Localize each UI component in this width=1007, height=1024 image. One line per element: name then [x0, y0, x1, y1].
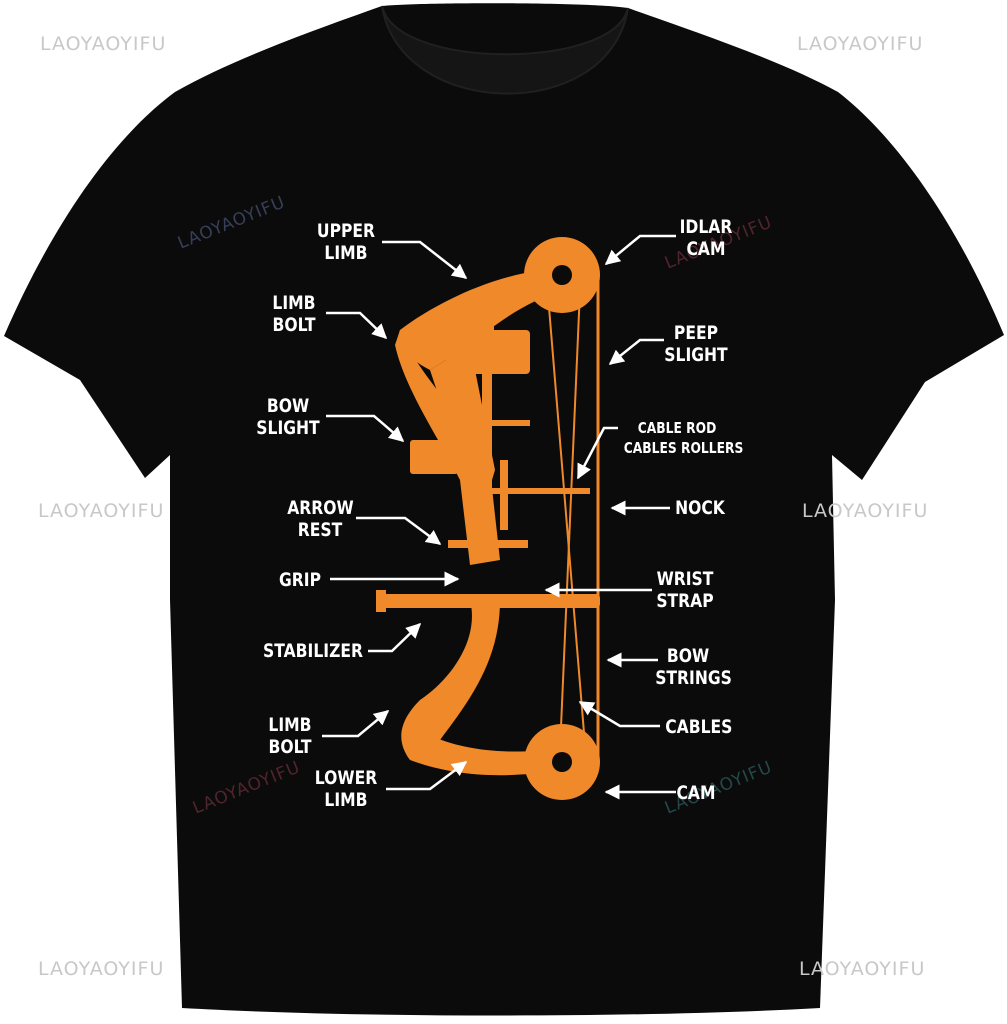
label-nock: NOCK — [675, 497, 725, 519]
label-limb-bolt-top: LIMB BOLT — [272, 292, 316, 336]
label-upper-limb: UPPER LIMB — [316, 220, 376, 264]
label-grip: GRIP — [278, 569, 321, 591]
label-bow-strings: BOW STRINGS — [655, 645, 732, 689]
compound-bow-illustration — [376, 237, 600, 800]
watermark-top-right: LAOYAOYIFU — [797, 33, 924, 55]
label-peep-slight: PEEP SLIGHT — [664, 322, 728, 366]
watermark-bottom-left: LAOYAOYIFU — [38, 958, 165, 980]
label-arrow-rest: ARROW REST — [287, 497, 354, 541]
collar — [381, 5, 629, 95]
right-arrows — [544, 234, 676, 800]
label-bow-slight: BOW SLIGHT — [256, 395, 320, 439]
label-wrist-strap: WRIST STRAP — [656, 568, 714, 612]
watermark-mid-right: LAOYAOYIFU — [802, 500, 929, 522]
label-stabilizer: STABILIZER — [262, 640, 364, 662]
watermark-bottom-right: LAOYAOYIFU — [799, 958, 926, 980]
label-cables: CABLES — [665, 716, 733, 738]
left-arrows — [322, 240, 468, 791]
watermark-top-left: LAOYAOYIFU — [40, 33, 167, 55]
label-idlar-cam: IDLAR CAM — [679, 216, 733, 260]
watermark-mid-left: LAOYAOYIFU — [38, 500, 165, 522]
label-cable-rod-rollers: CABLE ROD CABLES ROLLERS — [623, 419, 744, 457]
label-cam: CAM — [676, 782, 716, 804]
label-limb-bolt-bottom: LIMB BOLT — [268, 714, 312, 758]
label-lower-limb: LOWER LIMB — [314, 767, 378, 811]
